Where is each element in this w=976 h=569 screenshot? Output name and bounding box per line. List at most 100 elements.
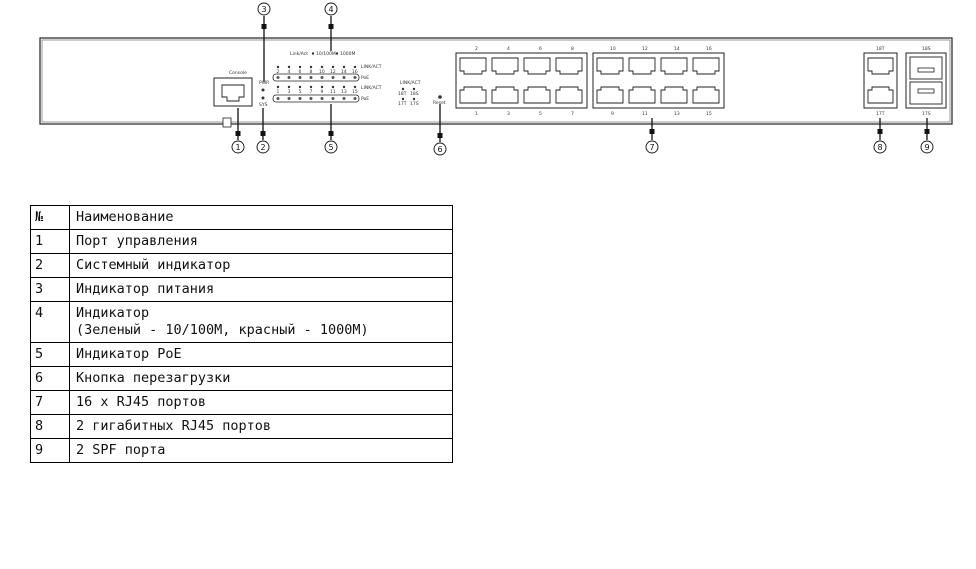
callout-circle-8: [873, 140, 887, 154]
led: [276, 97, 280, 100]
p17s-label: 17S: [410, 101, 419, 107]
port-number: 16: [706, 46, 712, 52]
legend-row-num: 5: [30, 342, 70, 367]
callout-number-7: 7: [649, 143, 654, 152]
legend-row-num: 4: [30, 301, 70, 343]
callout-number-9: 9: [924, 143, 929, 152]
led: [320, 76, 324, 79]
leader-end: [649, 129, 655, 134]
led: [353, 97, 357, 100]
led-number: 10: [319, 69, 325, 75]
led: [298, 65, 302, 69]
legend-header-name: Наименование: [69, 205, 453, 230]
legend-row-name: 2 гигабитных RJ45 портов: [69, 414, 453, 439]
led: [309, 85, 313, 89]
port-number: 11: [642, 111, 648, 117]
sfp-latch-top: [917, 67, 935, 73]
leader-end: [328, 131, 334, 136]
leader-end: [924, 129, 930, 134]
legend-row: 6 Кнопка перезагрузки: [30, 366, 453, 391]
port-number: 15: [706, 111, 712, 117]
legend-row-num: 7: [30, 390, 70, 415]
rj45-port: [692, 57, 720, 75]
legend-row-name-line1: Индикатор: [76, 305, 150, 321]
callout-numbers: 1 2 3 4 5 6 7 8 9: [235, 5, 929, 154]
link-act-3-label: LINK/ACT: [400, 80, 421, 86]
led: [342, 65, 346, 69]
port-number: 10: [610, 46, 616, 52]
switch-front-panel-diagram: Console PWR SYS Link/Act 10/100M 1000M 2…: [39, 2, 953, 156]
poe-1-label: PoE: [361, 75, 369, 81]
speed-1000-label: 1000M: [340, 51, 355, 57]
led: [287, 85, 291, 89]
led-group-bottom: 1 3 5 7 9 11 13 15 LINK/ACT PoE: [272, 85, 382, 103]
rj45-port: [491, 86, 519, 104]
legend-row-name: 16 x RJ45 портов: [69, 390, 453, 415]
led: [331, 97, 335, 100]
legend-row: 4 Индикатор (Зеленый - 10/100M, красный …: [30, 301, 453, 343]
legend-row-num: 3: [30, 277, 70, 302]
rj45-group-1-ports: [459, 57, 583, 104]
gig-bottom-label: 17T: [876, 111, 885, 117]
led: [276, 76, 280, 79]
link-act-2-label: LINK/ACT: [361, 85, 382, 91]
poe-2-label: PoE: [361, 96, 369, 102]
legend-row-name: Кнопка перезагрузки: [69, 366, 453, 391]
speed-100-label: 10/100M: [316, 51, 336, 57]
rj45-port: [555, 57, 583, 75]
callout-circle-4: [324, 2, 338, 16]
legend-header-row: № Наименование: [30, 205, 453, 230]
legend-row-name-line2: (Зеленый - 10/100M, красный - 1000M): [76, 322, 369, 338]
led-bottom-numbers: 1 3 5 7 9 11 13 15: [277, 89, 358, 95]
led: [353, 85, 357, 89]
callout-circle-7: [645, 140, 659, 154]
rj45-port: [628, 86, 656, 104]
legend-row-name: Системный индикатор: [69, 253, 453, 278]
legend-row: 2 Системный индикатор: [30, 253, 453, 278]
led-number: 5: [299, 89, 302, 95]
legend-row: 5 Индикатор PoE: [30, 342, 453, 367]
legend-row-num: 2: [30, 253, 70, 278]
legend-row-name: Индикатор (Зеленый - 10/100M, красный - …: [69, 301, 453, 343]
leader-end: [261, 24, 267, 29]
pwr-led: [261, 88, 265, 92]
led-number: 8: [310, 69, 313, 75]
led: [298, 76, 302, 79]
legend-row-name: Индикатор PoE: [69, 342, 453, 367]
leader-end: [328, 24, 334, 29]
callout-number-5: 5: [328, 143, 333, 152]
gig-rj45-pair: [863, 52, 898, 109]
led: [320, 85, 324, 89]
rj45-port: [523, 57, 551, 75]
led: [331, 65, 335, 69]
sfp-top-label: 18S: [922, 46, 931, 52]
port-number: 13: [674, 111, 680, 117]
led-number: 6: [299, 69, 302, 75]
callout-circle-3: [257, 2, 271, 16]
led: [309, 65, 313, 69]
led-number: 11: [330, 89, 336, 95]
poe-led-bar-top: [272, 73, 360, 82]
link-act-1-label: LINK/ACT: [361, 64, 382, 70]
led-number: 13: [341, 89, 347, 95]
sfp-port-bottom: [909, 81, 943, 105]
console-port-jack: [221, 84, 245, 102]
legend-row-name: 2 SPF порта: [69, 438, 453, 463]
gig-rj45-port-bottom: [867, 86, 894, 104]
sfp-bottom-label: 17S: [922, 111, 931, 117]
port-number: 9: [611, 111, 614, 117]
led-number: 14: [341, 69, 347, 75]
led: [331, 76, 335, 79]
mount-hole: [222, 117, 232, 128]
led: [287, 76, 291, 79]
callout-circle-5: [324, 140, 338, 154]
sfp-port-top: [909, 56, 943, 80]
rj45-port: [660, 57, 688, 75]
sfp-pair: [905, 52, 947, 109]
port-number: 7: [571, 111, 574, 117]
leader-end: [877, 129, 883, 134]
led-bottom-leds: [276, 85, 357, 89]
gig-top-label: 18T: [876, 46, 885, 52]
leader-end: [260, 131, 266, 136]
poe-led-bar-bottom: [272, 94, 360, 103]
